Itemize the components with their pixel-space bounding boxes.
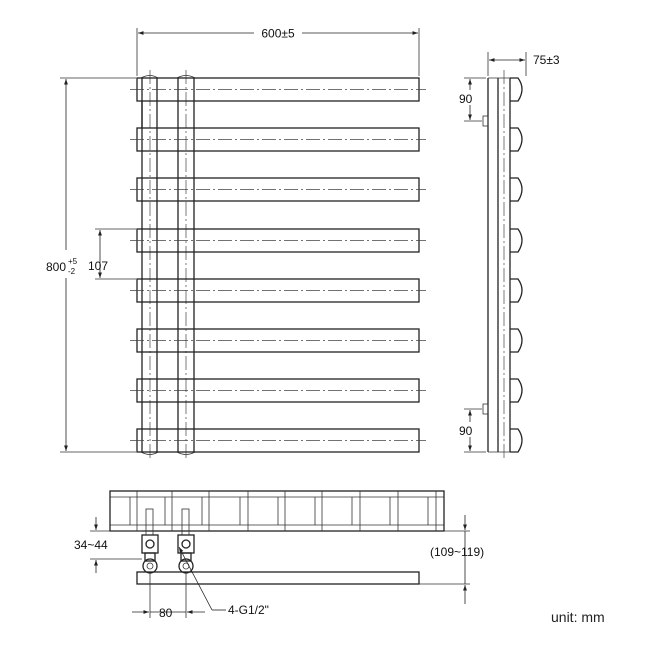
pipe-spacing-dimension: 80	[132, 573, 205, 620]
height-label: 800	[46, 260, 66, 274]
bottom-offset-dimension: 90	[456, 408, 486, 453]
height-tolerance-minus: -2	[68, 267, 76, 276]
bar-dividers	[129, 491, 437, 531]
width-label: 600±5	[261, 27, 295, 41]
spacing-dimension: 107	[88, 228, 136, 280]
range-label: 34~44	[74, 538, 108, 552]
range-dimension: 34~44	[74, 517, 142, 573]
top-offset-dimension: 90	[456, 77, 486, 122]
top-offset-label: 90	[459, 92, 473, 106]
connection-label: 4-G1/2"	[228, 603, 269, 617]
height-dimension: 800 +5 -2	[44, 77, 136, 453]
valve-left	[141, 508, 159, 574]
width-dimension: 600±5	[136, 25, 420, 76]
connection-leader: 4-G1/2"	[178, 546, 269, 617]
bottom-offset-label: 90	[459, 424, 473, 438]
front-view: 600±5 800 +5 -2 107	[44, 25, 426, 458]
top-view: 34~44 (109~119) 80 4-G1/2"	[74, 490, 484, 620]
wall-gap-dimension: (109~119)	[419, 515, 484, 604]
side-view: 75±3 90 90	[456, 52, 560, 458]
horizontal-bars	[130, 77, 426, 453]
unit-label: unit: mm	[551, 609, 605, 625]
wall-gap-label: (109~119)	[430, 545, 484, 559]
bar-profiles	[510, 77, 523, 453]
height-tolerance-plus: +5	[68, 257, 78, 266]
depth-dimension: 75±3	[487, 52, 560, 76]
vertical-pipes	[140, 70, 196, 458]
valve-right	[177, 508, 195, 574]
depth-label: 75±3	[533, 53, 560, 67]
pipe-spacing-label: 80	[159, 606, 173, 620]
spacing-label: 107	[88, 259, 108, 273]
